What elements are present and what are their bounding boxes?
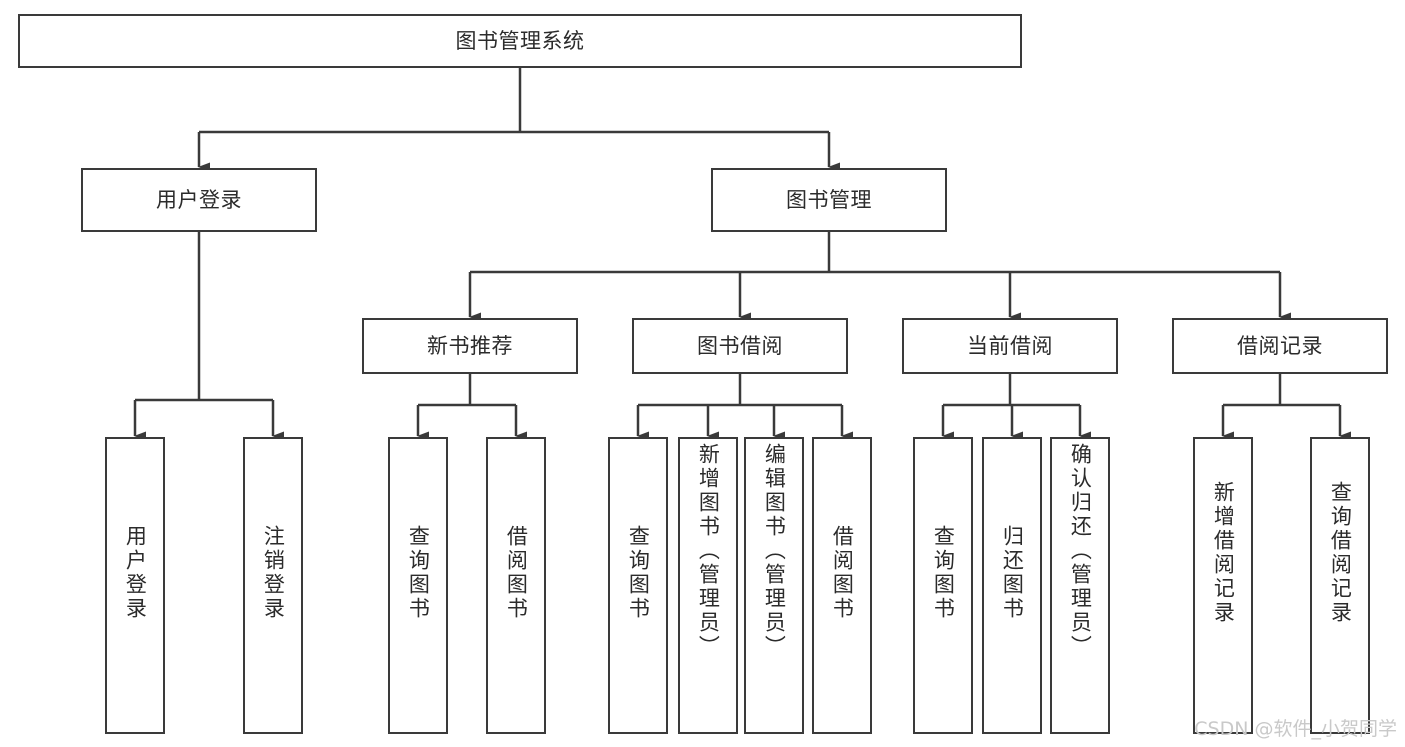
node-label: 查询借阅记录 [1328,481,1353,625]
node-l-bb-borrow[interactable]: 借阅图书 [812,437,872,734]
node-root[interactable]: 图书管理系统 [18,14,1022,68]
node-n-new-book[interactable]: 新书推荐 [362,318,578,374]
node-label: 图书管理系统 [455,28,585,53]
node-l-bb-add[interactable]: 新增图书（管理员） [678,437,738,734]
node-l-rc-query[interactable]: 查询借阅记录 [1310,437,1370,734]
node-label: 借阅图书 [830,525,855,621]
node-label: 借阅图书 [504,525,529,621]
node-l-bb-query[interactable]: 查询图书 [608,437,668,734]
node-label: 图书借阅 [697,333,783,358]
node-label: 用户登录 [123,525,148,621]
node-label: 图书管理 [786,187,872,212]
node-l-rc-add[interactable]: 新增借阅记录 [1193,437,1253,734]
node-n-current[interactable]: 当前借阅 [902,318,1118,374]
node-label: 新增借阅记录 [1211,481,1236,625]
node-l-logout[interactable]: 注销登录 [243,437,303,734]
node-l-bb-edit[interactable]: 编辑图书（管理员） [744,437,804,734]
node-l-nb-borrow[interactable]: 借阅图书 [486,437,546,734]
node-label: 归还图书 [1000,525,1025,621]
connector-lines [133,68,1351,441]
node-l-user-login[interactable]: 用户登录 [105,437,165,734]
node-label: 用户登录 [156,187,242,212]
node-label: 注销登录 [261,525,286,621]
node-label: 编辑图书（管理员） [762,443,787,659]
node-l-nb-query[interactable]: 查询图书 [388,437,448,734]
node-n-borrow[interactable]: 图书借阅 [632,318,848,374]
node-l-cb-return[interactable]: 归还图书 [982,437,1042,734]
node-l-cb-query[interactable]: 查询图书 [913,437,973,734]
node-label: 确认归还（管理员） [1068,443,1093,659]
node-n-book-mgmt[interactable]: 图书管理 [711,168,947,232]
node-l-cb-confirm[interactable]: 确认归还（管理员） [1050,437,1110,734]
node-n-records[interactable]: 借阅记录 [1172,318,1388,374]
node-label: 当前借阅 [967,333,1053,358]
node-label: 借阅记录 [1237,333,1323,358]
node-n-user-login[interactable]: 用户登录 [81,168,317,232]
node-label: 新书推荐 [427,333,513,358]
node-label: 查询图书 [931,525,956,621]
node-label: 新增图书（管理员） [696,443,721,659]
node-label: 查询图书 [406,525,431,621]
node-label: 查询图书 [626,525,651,621]
